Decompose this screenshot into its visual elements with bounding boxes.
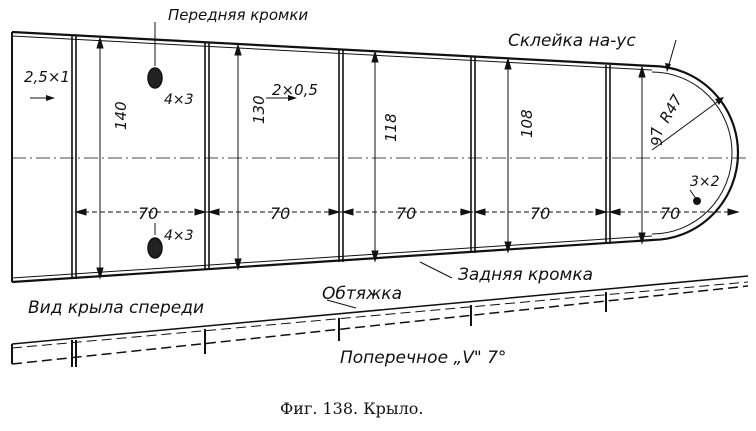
- spacing-label-1: 70: [138, 204, 158, 223]
- leading-edge-label: Передняя кромки: [168, 6, 308, 24]
- hole-top-label: 4×3: [164, 92, 194, 108]
- wing-planform: [11, 30, 748, 284]
- spacing-label-5: 70: [660, 204, 680, 223]
- hole-top: [147, 67, 163, 89]
- hole-bottom: [147, 237, 163, 259]
- spacing-label-4: 70: [530, 204, 550, 223]
- spar-section-label: 2,5×1: [24, 68, 70, 86]
- chord-140-label: 140: [112, 101, 130, 130]
- chord-118-label: 118: [382, 113, 400, 142]
- chord-130-label: 130: [250, 95, 268, 124]
- chord-dimension-lines: [96, 36, 646, 280]
- ribs: [71, 36, 611, 279]
- tip-hole: [693, 197, 701, 205]
- hole-bottom-label: 4×3: [164, 228, 194, 244]
- front-view: [11, 275, 749, 367]
- tip-hole-label: 3×2: [690, 174, 720, 190]
- trailing-edge-label: Задняя кромка: [458, 265, 593, 285]
- spacing-label-3: 70: [396, 204, 416, 223]
- leader-lines: [30, 22, 724, 309]
- covering-label: Обтяжка: [322, 284, 402, 304]
- front-view-label: Вид крыла спереди: [28, 298, 204, 318]
- figure-caption: Фиг. 138. Крыло.: [280, 399, 423, 418]
- rib-section-label: 2×0,5: [272, 81, 318, 99]
- chord-108-label: 108: [518, 109, 536, 138]
- chord-97-label: 97: [648, 126, 666, 146]
- radius-label: R47: [656, 91, 687, 126]
- dihedral-label: Поперечное „V" 7°: [340, 348, 506, 368]
- spacing-dimension-line: [74, 208, 740, 216]
- scarf-joint-label: Склейка на-ус: [508, 31, 636, 51]
- spacing-label-2: 70: [270, 204, 290, 223]
